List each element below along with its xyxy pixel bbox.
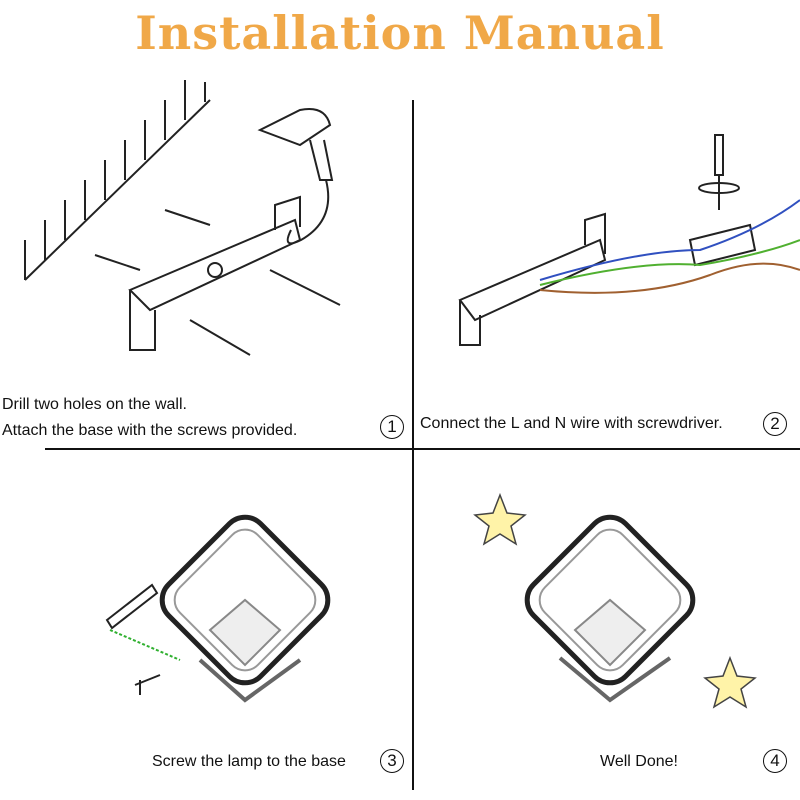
step-2-illustration: [458, 134, 800, 346]
divider-horizontal: [45, 448, 800, 450]
star-icon: [703, 655, 757, 709]
step-4-number: 4: [763, 749, 787, 773]
step-2-line-1: Connect the L and N wire with screwdrive…: [420, 415, 723, 432]
lamp-icon: [524, 514, 696, 703]
bracket-icon: [105, 583, 159, 630]
step-4-line-1: Well Done!: [600, 753, 678, 770]
star-icon: [473, 492, 527, 546]
drill-icon: [257, 108, 334, 245]
step-1-line-2: Attach the base with the screws provided…: [2, 422, 298, 439]
green-wire: [109, 629, 181, 661]
step-3-line-1: Screw the lamp to the base: [152, 753, 346, 770]
step-1-line-1: Drill two holes on the wall.: [2, 396, 187, 413]
screw-icon: [94, 209, 341, 356]
step-3-number: 3: [380, 749, 404, 773]
lamp-icon: [159, 514, 331, 703]
step-4-illustration: [473, 492, 757, 709]
terminal-block-icon: [688, 223, 757, 267]
brown-wire: [539, 262, 800, 294]
page-title: Installation Manual: [135, 6, 665, 60]
bracket-icon: [128, 195, 302, 351]
step-2-number: 2: [763, 412, 787, 436]
step-3-illustration: [105, 514, 331, 703]
screw-icon: [134, 674, 161, 695]
screwdriver-icon: [698, 134, 740, 210]
green-wire: [539, 239, 800, 286]
wall-icon: [24, 80, 211, 281]
bracket-icon: [458, 212, 607, 346]
step-1-number: 1: [380, 415, 404, 439]
blue-wire: [539, 199, 800, 281]
divider-vertical: [412, 100, 414, 790]
step-1-illustration: [24, 80, 341, 356]
